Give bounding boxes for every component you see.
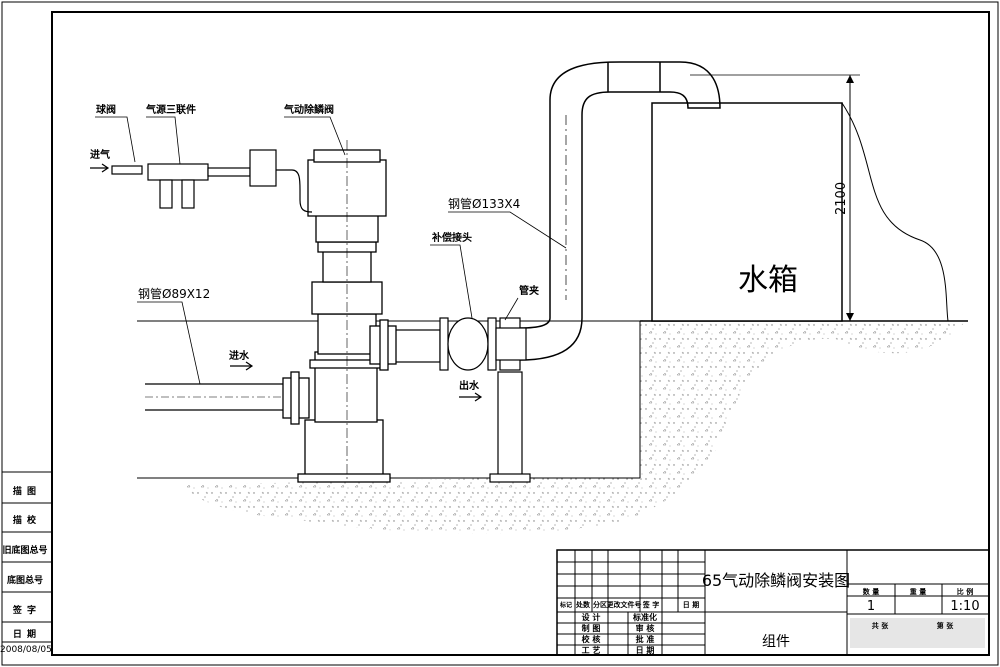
label-pipe-clamp: 管夹 (519, 284, 539, 297)
title-block (556, 549, 990, 656)
side-cell-trace: 描 图 (12, 487, 38, 497)
side-cell-date-label: 日 期 (12, 630, 38, 640)
side-cell-date: 2008/08/05 (0, 645, 52, 655)
signoff-approve: 批 准 (636, 634, 655, 644)
pipe-small (145, 383, 283, 411)
quantity-value: 1 (867, 599, 875, 614)
weight-header: 重 量 (910, 587, 926, 596)
side-cell-old-base: 旧底图总号 (2, 546, 48, 556)
leader-lines (95, 116, 567, 385)
rev-header-sign: 签 字 (642, 600, 659, 609)
signoff-draw: 制 图 (582, 623, 601, 633)
label-air-triple: 气源三联件 (145, 103, 196, 116)
flow-arrows (90, 163, 483, 402)
label-air-in: 进气 (90, 148, 110, 161)
rev-header-count: 处数 (575, 600, 591, 609)
inner-frame (51, 11, 990, 656)
tank-label: 水箱 (738, 263, 798, 298)
quantity-header: 数 量 (863, 587, 879, 596)
expansion-joint (394, 317, 527, 371)
clamp-base (489, 473, 531, 483)
clamp-post (497, 371, 523, 479)
signoff-design: 设 计 (582, 612, 601, 622)
label-water-in: 进水 (229, 349, 250, 362)
label-pneumatic-valve: 气动除鳞阀 (283, 103, 334, 116)
signoff-check: 校 核 (582, 634, 601, 644)
side-cell-base: 底图总号 (6, 576, 43, 586)
signoff-standard: 标准化 (632, 612, 657, 622)
label-pipe-large: 钢管Ø133X4 (448, 196, 520, 211)
rev-header-doc: 更改文件号 (607, 600, 642, 609)
signoff-date: 日 期 (636, 645, 655, 655)
rev-header-mark: 标记 (559, 601, 572, 609)
air-assembly (111, 149, 313, 213)
height-dimension: 2100 (834, 182, 849, 215)
rev-header-date: 日 期 (683, 600, 699, 609)
side-panel-grid (2, 471, 52, 643)
side-cell-trace-check: 描 校 (12, 516, 38, 526)
valve-body (282, 149, 397, 483)
label-expansion-joint: 补偿接头 (431, 231, 472, 244)
rev-header-zone: 分区 (593, 600, 607, 609)
sheet-count-redacted (850, 618, 985, 648)
scale-value: 1:10 (950, 599, 979, 614)
drawing-title: 65气动除鳞阀安装图 (702, 571, 850, 590)
ground-fill (180, 320, 965, 535)
label-water-out: 出水 (459, 379, 480, 392)
signoff-review: 审 核 (636, 623, 655, 633)
label-ball-valve: 球阀 (96, 103, 116, 116)
label-pipe-small: 钢管Ø89X12 (138, 286, 210, 301)
water-tank (651, 102, 843, 322)
signoff-process: 工 艺 (582, 645, 601, 655)
scale-header: 比 例 (957, 587, 973, 596)
sheet-label: 第 张 (937, 621, 954, 630)
side-cell-sign: 签 字 (12, 606, 38, 616)
assembly-label: 组件 (762, 634, 790, 650)
total-sheets-label: 共 张 (872, 621, 889, 630)
